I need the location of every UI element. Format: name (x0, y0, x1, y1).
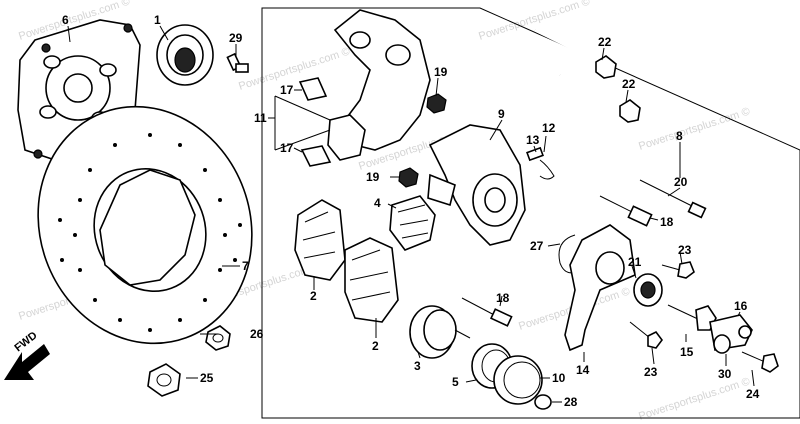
bolt-23-top (661, 261, 695, 279)
watermark: Powersportsplus.com © (637, 105, 751, 152)
pad-spring-upper (298, 77, 328, 101)
part-label: 13 (526, 133, 540, 147)
bolt-23-mid (629, 321, 663, 349)
caliper-body (427, 124, 526, 246)
part-label: 7 (242, 259, 249, 273)
part-label: 27 (530, 239, 544, 253)
part-label: 29 (229, 31, 243, 45)
part-label: 3 (414, 359, 421, 373)
part-label: 11 (254, 111, 267, 125)
dust-seal-10 (493, 355, 543, 405)
part-label: 4 (374, 196, 381, 210)
rod-link (667, 304, 753, 351)
part-label: 23 (678, 243, 692, 257)
fwd-arrow: FWD (4, 329, 50, 380)
fwd-label: FWD (12, 329, 39, 354)
watermark: Powersportsplus.com © (637, 375, 751, 422)
part-label: 5 (452, 375, 459, 389)
watermark: Powersportsplus.com © (237, 45, 351, 92)
part-label: 16 (734, 299, 748, 313)
brake-pad-inner (344, 237, 399, 323)
part-label: 6 (62, 13, 69, 27)
bushing (633, 273, 663, 307)
bolt-22-upper (534, 28, 617, 79)
caliper-bracket (327, 9, 431, 161)
part-label: 17 (280, 83, 294, 97)
lever-arm (564, 224, 636, 352)
brake-pad-outer (294, 199, 346, 281)
watermark: Powersportsplus.com © (477, 0, 591, 43)
nut-19-lower (398, 167, 419, 188)
part-label: 10 (552, 371, 566, 385)
part-label: 26 (250, 327, 264, 341)
collar-30 (713, 334, 731, 354)
o-ring (534, 394, 552, 410)
assembly-boundary (261, 7, 800, 419)
part-label: 17 (280, 141, 294, 155)
part-label: 2 (372, 339, 379, 353)
pad-retainer (389, 195, 436, 251)
part-label: 22 (622, 77, 636, 91)
part-label: 2 (310, 289, 317, 303)
dust-seal (156, 24, 214, 86)
part-label: 19 (434, 65, 448, 79)
part-label: 12 (542, 121, 556, 135)
part-label: 18 (496, 291, 510, 305)
bolt-24 (741, 351, 779, 373)
part-label: 1 (154, 13, 161, 27)
part-label: 8 (676, 129, 683, 143)
part-label: 30 (718, 367, 732, 381)
part-labels: 6 1 29 7 26 25 11 17 17 19 19 4 9 13 12 … (62, 13, 760, 409)
leader-lines (67, 25, 755, 403)
pad-spring-lower (300, 145, 332, 167)
part-label: 20 (674, 175, 688, 189)
pin-18-right (599, 195, 653, 227)
part-label: 28 (564, 395, 578, 409)
part-label: 24 (746, 387, 760, 401)
part-label: 15 (680, 345, 694, 359)
part-label: 18 (660, 215, 674, 229)
part-label: 22 (598, 35, 612, 49)
brake-disc (37, 105, 253, 345)
part-label: 19 (366, 170, 380, 184)
part-label: 14 (576, 363, 590, 377)
nut-26 (205, 325, 231, 351)
part-label: 21 (628, 255, 642, 269)
part-label: 23 (644, 365, 658, 379)
bolt-29 (226, 52, 249, 73)
bolt-22-lower (559, 73, 641, 123)
caliper-piston (409, 305, 471, 359)
bolt-20 (639, 179, 707, 219)
nut-19-upper (426, 93, 447, 114)
pin-18-center (461, 297, 513, 327)
part-label: 9 (498, 107, 505, 121)
part-label: 25 (200, 371, 214, 385)
nut-25 (147, 363, 181, 397)
bleeder-valve (526, 146, 555, 180)
